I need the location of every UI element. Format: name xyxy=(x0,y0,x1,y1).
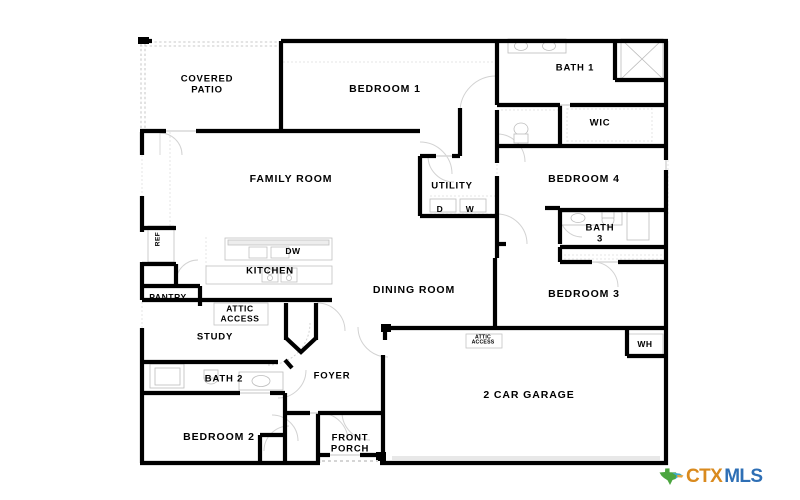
wall-garage-corner xyxy=(381,324,391,332)
logo-text-ctx: CTX xyxy=(686,466,723,487)
room-label-refrigerator: REF xyxy=(154,231,162,247)
room-label-bedroom-2: BEDROOM 2 xyxy=(183,431,255,444)
attic-access-box-study xyxy=(213,302,269,326)
wall-corner-patio xyxy=(138,37,149,44)
attic-access-box-garage xyxy=(465,333,503,349)
room-label-dining-room: DINING ROOM xyxy=(372,284,456,297)
door-leaves xyxy=(166,104,667,456)
room-label-kitchen: KITCHEN xyxy=(246,265,294,277)
room-label-wic: WIC xyxy=(589,117,611,129)
covered-patio-dashes xyxy=(140,41,282,132)
room-label-2-car-garage: 2 CAR GARAGE xyxy=(483,389,575,402)
walls-layer xyxy=(138,37,669,466)
texas-state-icon xyxy=(659,468,684,485)
room-label-bedroom-4: BEDROOM 4 xyxy=(548,173,620,186)
room-label-utility: UTILITY xyxy=(431,180,473,192)
room-label-family-room: FAMILY ROOM xyxy=(249,173,333,186)
ctxmls-logo: CTX MLS xyxy=(658,466,763,488)
room-label-bedroom-3: BEDROOM 3 xyxy=(548,288,620,301)
room-label-attic-access-garage: ATTIC ACCESS xyxy=(471,334,495,346)
wall-bath2-angle xyxy=(283,358,294,370)
room-label-foyer: FOYER xyxy=(313,370,351,382)
kitchen-cabinets xyxy=(147,225,333,285)
room-label-pantry: PANTRY xyxy=(149,292,187,303)
room-label-bath-1: BATH 1 xyxy=(555,62,595,74)
wall-closet-angled xyxy=(284,336,318,355)
room-label-washer: W xyxy=(465,204,475,215)
room-label-front-porch: FRONT PORCH xyxy=(330,432,370,454)
room-label-water-heater: WH xyxy=(637,339,653,350)
room-label-attic-access-study: ATTIC ACCESS xyxy=(220,303,260,323)
wall-porch-corner xyxy=(376,452,386,461)
room-label-study: STUDY xyxy=(196,331,234,343)
logo-text-mls: MLS xyxy=(724,466,763,487)
room-label-bedroom-1: BEDROOM 1 xyxy=(349,83,421,96)
room-label-bath-3: BATH 3 xyxy=(585,222,615,244)
room-label-dryer: D xyxy=(436,204,444,215)
room-label-covered-patio: COVERED PATIO xyxy=(180,73,234,95)
room-label-dishwasher: DW xyxy=(285,246,301,257)
room-label-bath-2: BATH 2 xyxy=(204,373,244,385)
door-swings xyxy=(159,75,619,452)
